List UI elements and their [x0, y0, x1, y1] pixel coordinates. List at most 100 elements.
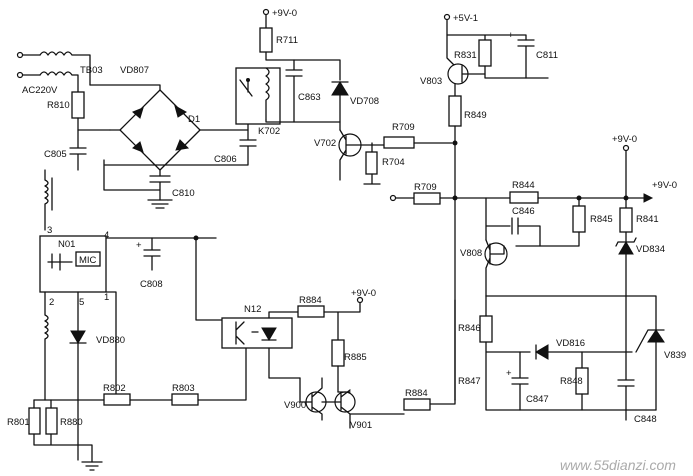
- label-c847-plus: +: [506, 368, 512, 379]
- label-r709-mid: R709: [414, 182, 437, 193]
- label-r802: R802: [103, 383, 126, 394]
- resistor-r884-top: [297, 305, 325, 318]
- label-v808: V808: [460, 248, 482, 259]
- label-r885: R885: [344, 352, 367, 363]
- diode-vd708: [331, 81, 349, 96]
- label-c811: C811: [536, 50, 558, 61]
- label-pin1: 1: [104, 292, 109, 303]
- label-vd816: VD816: [556, 338, 585, 349]
- resistor-r849: [448, 95, 462, 127]
- resistor-r711: [259, 27, 273, 53]
- label-mic: MIC: [79, 255, 97, 266]
- relay-section: +9V-0 R711 K702 C863 VD708: [235, 8, 379, 137]
- resistor-r709-top: [383, 136, 415, 149]
- label-r884-top: R884: [299, 295, 322, 306]
- label-vd834: VD834: [636, 244, 665, 255]
- capacitor-c847: + C847: [506, 351, 549, 411]
- resistor-r841: [619, 207, 633, 233]
- resistor-r802: [103, 393, 131, 406]
- capacitor-c810: C810: [147, 175, 195, 209]
- relay-k702: [235, 67, 281, 125]
- zener-vd834: [618, 241, 634, 255]
- transistor-v702: V702: [314, 129, 385, 181]
- label-r884-bot: R884: [405, 388, 428, 399]
- label-vd880: VD880: [96, 335, 125, 346]
- label-pin5: 5: [79, 297, 84, 308]
- label-r846: R846: [458, 323, 481, 334]
- mic-block: [75, 251, 101, 267]
- label-vd807: VD807: [120, 65, 149, 76]
- label-c808-plus: +: [136, 240, 142, 251]
- resistor-r831: [478, 39, 492, 67]
- transistor-v808: V808: [460, 239, 508, 297]
- bridge-diode-1: [132, 107, 144, 119]
- resistor-r801: [28, 407, 41, 435]
- label-pin2: 2: [49, 297, 54, 308]
- label-v901: V901: [350, 420, 372, 431]
- label-c806: C806: [214, 154, 237, 165]
- label-n12: N12: [244, 304, 261, 315]
- label-tb803: TB03: [80, 65, 103, 76]
- capacitor-c805: C805: [44, 129, 87, 171]
- resistor-r810: [71, 91, 85, 119]
- label-pin3: 3: [47, 225, 52, 236]
- transistor-v900: V900: [284, 377, 327, 421]
- label-c805: C805: [44, 149, 67, 160]
- label-r709-top: R709: [392, 122, 415, 133]
- label-pin4: 4: [104, 230, 109, 241]
- resistor-r880: [45, 407, 58, 435]
- resistor-r884-bot: [403, 398, 431, 411]
- thyristor-v839: V839: [635, 329, 686, 411]
- watermark: www.55dianzi.com: [560, 457, 676, 473]
- resistor-r885: [331, 339, 345, 367]
- label-r711: R711: [276, 35, 298, 46]
- label-c810: C810: [172, 188, 195, 199]
- label-c811-plus: +: [508, 30, 514, 41]
- ac-input-section: TB03 AC220V R810: [16, 51, 161, 131]
- label-n01: N01: [58, 239, 75, 250]
- optocoupler-n12: N12: [221, 304, 301, 379]
- resistor-r704: [365, 151, 378, 175]
- label-plus5v1: +5V-1: [453, 13, 478, 24]
- bridge-diode-4: [175, 139, 190, 151]
- label-plus9v-right: +9V-0: [612, 134, 637, 145]
- label-v839: V839: [664, 350, 686, 361]
- label-c848: C848: [634, 414, 657, 425]
- bridge-diode-2: [174, 104, 187, 118]
- label-k702: K702: [258, 126, 280, 137]
- label-r841: R841: [636, 214, 659, 225]
- label-r801: R801: [7, 417, 30, 428]
- diode-vd880: [70, 330, 86, 344]
- resistor-r845: [572, 205, 586, 233]
- label-r844: R844: [512, 180, 535, 191]
- label-v702: V702: [314, 138, 336, 149]
- label-r847: R847: [458, 376, 481, 387]
- label-plus9v-top: +9V-0: [272, 8, 297, 19]
- label-r880: R880: [60, 417, 83, 428]
- label-v803: V803: [420, 76, 442, 87]
- label-plus9v-mid: +9V-0: [351, 288, 376, 299]
- resistor-r844: [509, 191, 539, 204]
- bridge-diode-3: [132, 141, 144, 153]
- transistor-v901: V901: [321, 389, 405, 431]
- label-r810: R810: [47, 100, 70, 111]
- label-r704: R704: [382, 157, 405, 168]
- label-vd708: VD708: [350, 96, 379, 107]
- diode-vd816: [535, 344, 549, 360]
- label-c847: C847: [526, 394, 549, 405]
- label-d1: D1: [188, 114, 200, 125]
- label-c863: C863: [298, 92, 321, 103]
- label-r849: R849: [464, 110, 487, 121]
- label-plus9v-arrow: +9V-0: [652, 180, 677, 191]
- resistor-r803: [171, 393, 199, 406]
- label-c846: C846: [512, 206, 535, 217]
- primary-coil: [44, 169, 53, 231]
- label-r831: R831: [454, 50, 477, 61]
- label-r845: R845: [590, 214, 613, 225]
- resistor-r846: [479, 315, 493, 343]
- bridge-rectifier: VD807 D1 C806: [103, 65, 257, 191]
- resistor-r709-mid: [413, 192, 441, 205]
- output-arrow: [643, 193, 654, 203]
